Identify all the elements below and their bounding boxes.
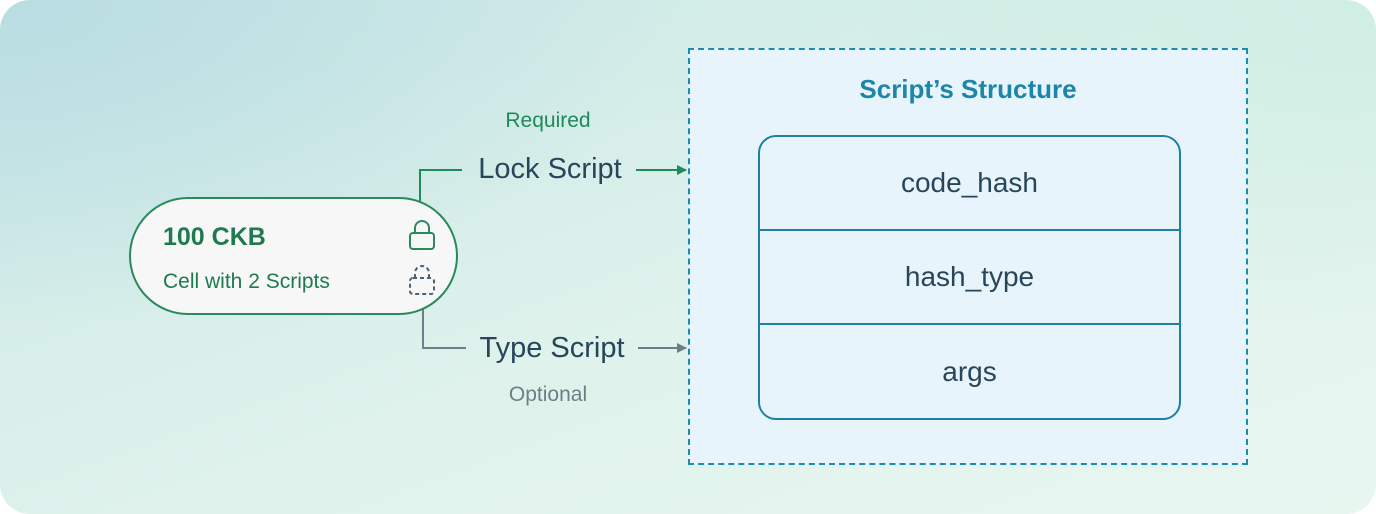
- optional-tag: Optional: [508, 383, 588, 406]
- lock-dashed-icon: [409, 265, 435, 295]
- lock-icon: [409, 220, 435, 250]
- cell-amount: 100 CKB: [163, 223, 266, 251]
- structure-title: Script’s Structure: [859, 74, 1077, 104]
- type-connector-line: [422, 300, 466, 349]
- script-structure-box: Script’s Structure code_hash hash_type a…: [688, 48, 1248, 465]
- lock-script-label: Lock Script: [478, 153, 622, 185]
- field-code-hash: code_hash: [760, 137, 1179, 231]
- cell-description: Cell with 2 Scripts: [163, 270, 330, 293]
- field-hash-type: hash_type: [760, 231, 1179, 325]
- required-tag: Required: [505, 109, 591, 132]
- field-args: args: [942, 356, 997, 387]
- type-script-label: Type Script: [479, 332, 625, 364]
- fields-table: code_hash hash_type args: [758, 135, 1181, 420]
- cell-card: 100 CKB Cell with 2 Scripts: [129, 197, 458, 315]
